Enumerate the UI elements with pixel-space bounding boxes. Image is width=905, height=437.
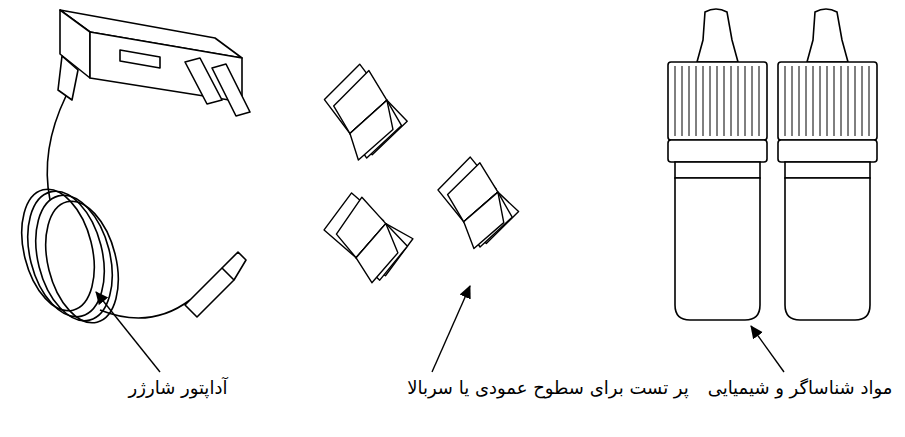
leader-arrow <box>96 286 784 372</box>
test-papers <box>317 60 522 286</box>
charger-adapter <box>10 10 250 330</box>
part-label: آداپتور شارژر <box>127 376 230 399</box>
part-label: مواد شناساگر و شیمیایی <box>706 376 895 399</box>
dropper-bottle <box>668 9 767 320</box>
dropper-bottle <box>778 9 877 320</box>
part-label: پر تست برای سطوح عمودی یا سربالا <box>405 376 691 399</box>
